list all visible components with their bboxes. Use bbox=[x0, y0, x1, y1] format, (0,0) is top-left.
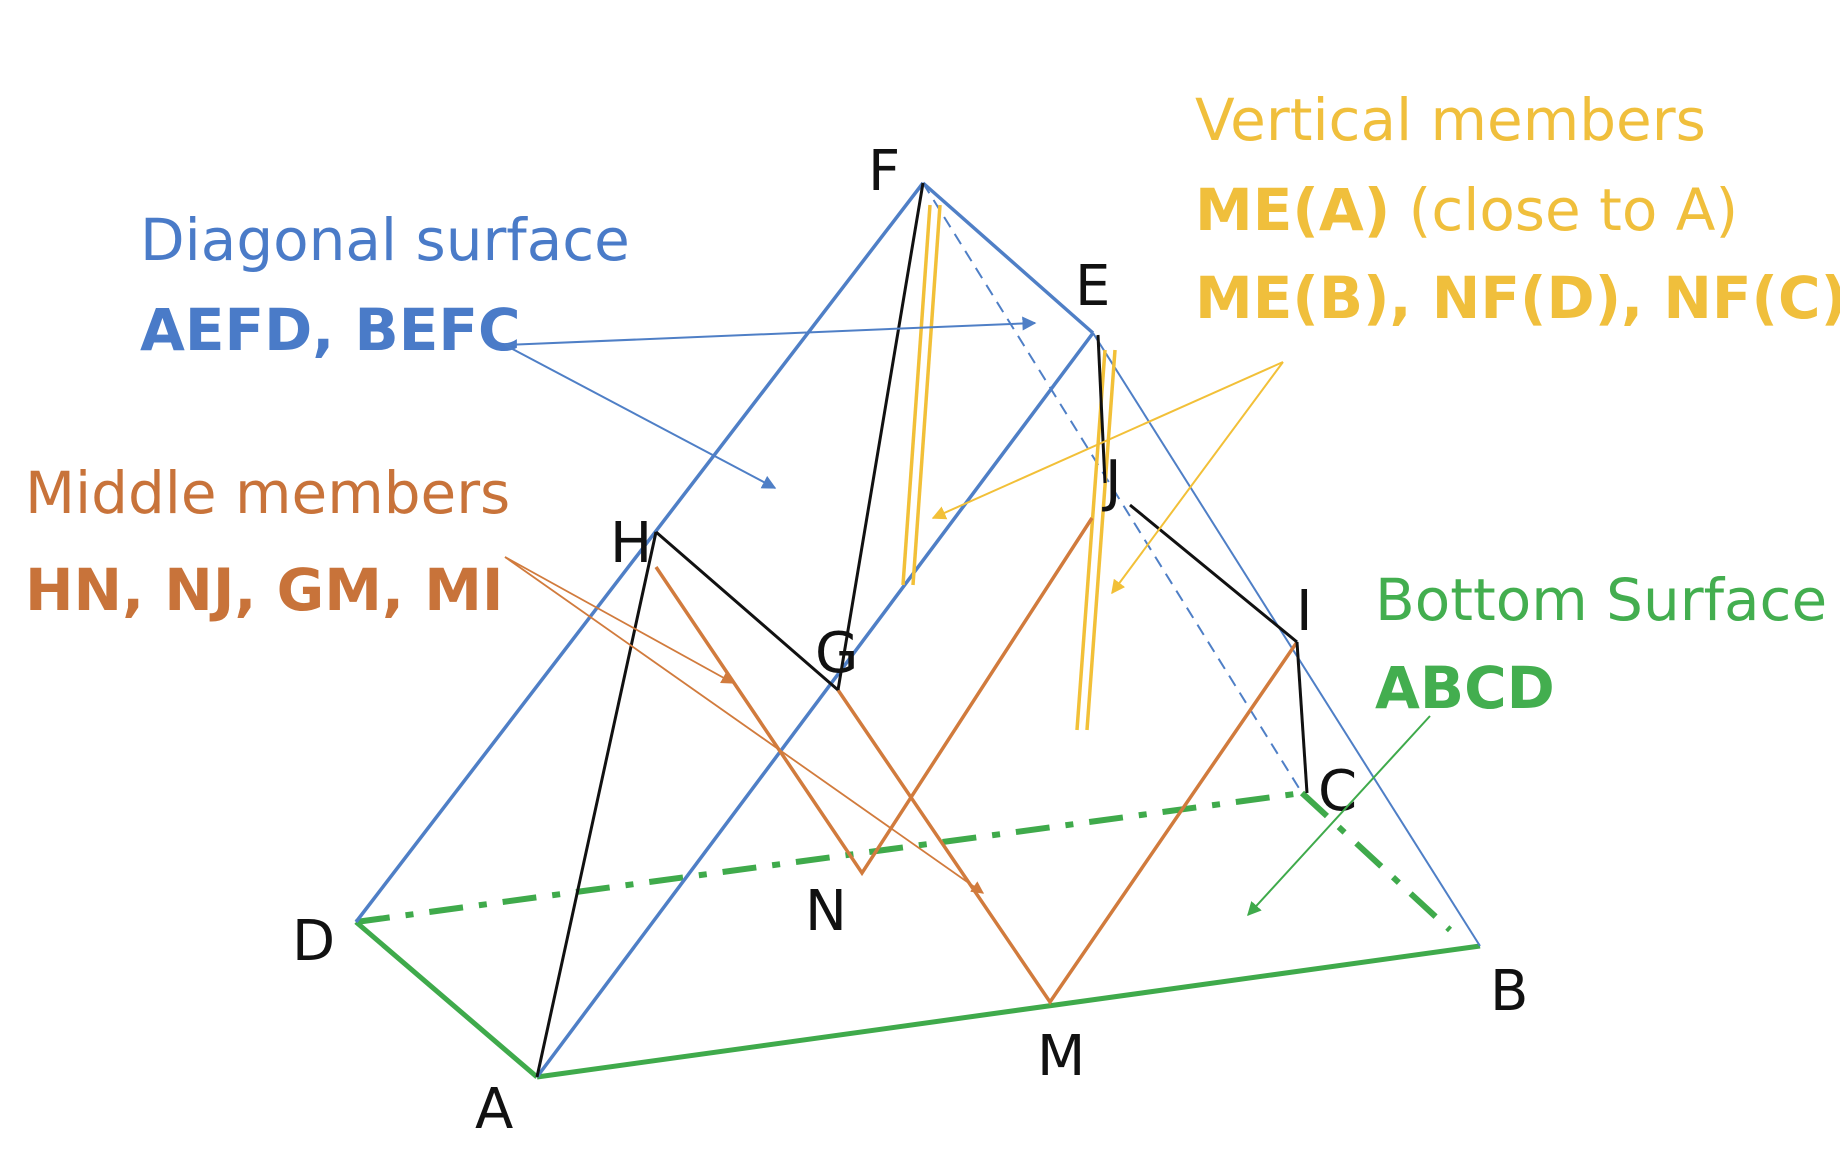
edge-da bbox=[354, 920, 539, 1079]
edge-df bbox=[354, 181, 925, 924]
legend-middle-title: Middle members bbox=[25, 459, 510, 527]
point-label-i: I bbox=[1296, 579, 1313, 644]
member-ej bbox=[1096, 334, 1107, 484]
point-label-d: D bbox=[292, 909, 335, 974]
legend-vertical-line1-bold: ME(A) bbox=[1195, 176, 1390, 244]
diagonal-surfaces bbox=[354, 181, 1481, 1079]
legend-vertical-line1-rest: (close to A) bbox=[1390, 176, 1738, 244]
arrow-diagonal-2 bbox=[504, 344, 777, 489]
edge-cb-hidden bbox=[1299, 790, 1453, 933]
point-label-h: H bbox=[610, 511, 652, 576]
edge-eb bbox=[1092, 332, 1481, 947]
arrow-diagonal-1 bbox=[504, 316, 1037, 346]
member-ic bbox=[1295, 641, 1309, 794]
edge-fe bbox=[921, 181, 1095, 335]
legend-diagonal-title: Diagonal surface bbox=[140, 206, 630, 274]
member-gm-mi bbox=[836, 641, 1299, 1006]
legend-diagonal: Diagonal surface AEFD, BEFC bbox=[140, 206, 1037, 489]
arrow-bottom bbox=[1247, 715, 1431, 917]
point-label-b: B bbox=[1490, 959, 1528, 1024]
vertical-members bbox=[901, 204, 1117, 731]
member-hn-nj bbox=[654, 517, 1094, 877]
point-label-c: C bbox=[1318, 759, 1357, 824]
arrow-vertical-1 bbox=[931, 361, 1284, 520]
member-gf bbox=[836, 182, 925, 691]
legend-vertical: Vertical members ME(A) (close to A) ME(B… bbox=[931, 86, 1840, 595]
black-members bbox=[535, 182, 1309, 1078]
point-label-e: E bbox=[1075, 254, 1110, 319]
legend-bottom-members: ABCD bbox=[1375, 654, 1555, 722]
legend-bottom: Bottom Surface ABCD bbox=[1247, 566, 1827, 917]
point-label-a: A bbox=[475, 1077, 513, 1142]
legend-bottom-title: Bottom Surface bbox=[1375, 566, 1827, 634]
point-label-j: J bbox=[1102, 449, 1122, 514]
edge-dc-hidden bbox=[355, 790, 1303, 925]
member-ji bbox=[1129, 503, 1298, 644]
arrow-middle-1 bbox=[504, 556, 735, 684]
legend-vertical-line2: ME(B), NF(D), NF(C) bbox=[1195, 264, 1840, 332]
point-labels: F E H G J I C D N B M A bbox=[292, 139, 1528, 1142]
vertical-member-1a bbox=[901, 204, 932, 586]
legend-vertical-title: Vertical members bbox=[1195, 86, 1706, 154]
edge-ab bbox=[536, 943, 1481, 1080]
point-label-n: N bbox=[805, 879, 847, 944]
vertical-member-2b bbox=[1085, 349, 1117, 731]
arrow-middle-2 bbox=[504, 556, 985, 894]
legend-middle-members: HN, NJ, GM, MI bbox=[25, 556, 504, 624]
legend-vertical-line1: ME(A) (close to A) bbox=[1195, 176, 1738, 244]
point-label-f: F bbox=[868, 139, 900, 204]
vertical-member-1b bbox=[911, 204, 942, 586]
legend-diagonal-members: AEFD, BEFC bbox=[140, 296, 521, 364]
bottom-surface bbox=[354, 790, 1481, 1080]
arrow-vertical-2 bbox=[1111, 361, 1284, 595]
edge-ae bbox=[535, 331, 1095, 1079]
point-label-m: M bbox=[1037, 1024, 1085, 1089]
member-hg bbox=[655, 530, 839, 692]
point-label-g: G bbox=[815, 621, 858, 686]
member-ah bbox=[535, 531, 658, 1078]
legend-middle: Middle members HN, NJ, GM, MI bbox=[25, 459, 985, 894]
middle-members bbox=[654, 517, 1299, 1006]
